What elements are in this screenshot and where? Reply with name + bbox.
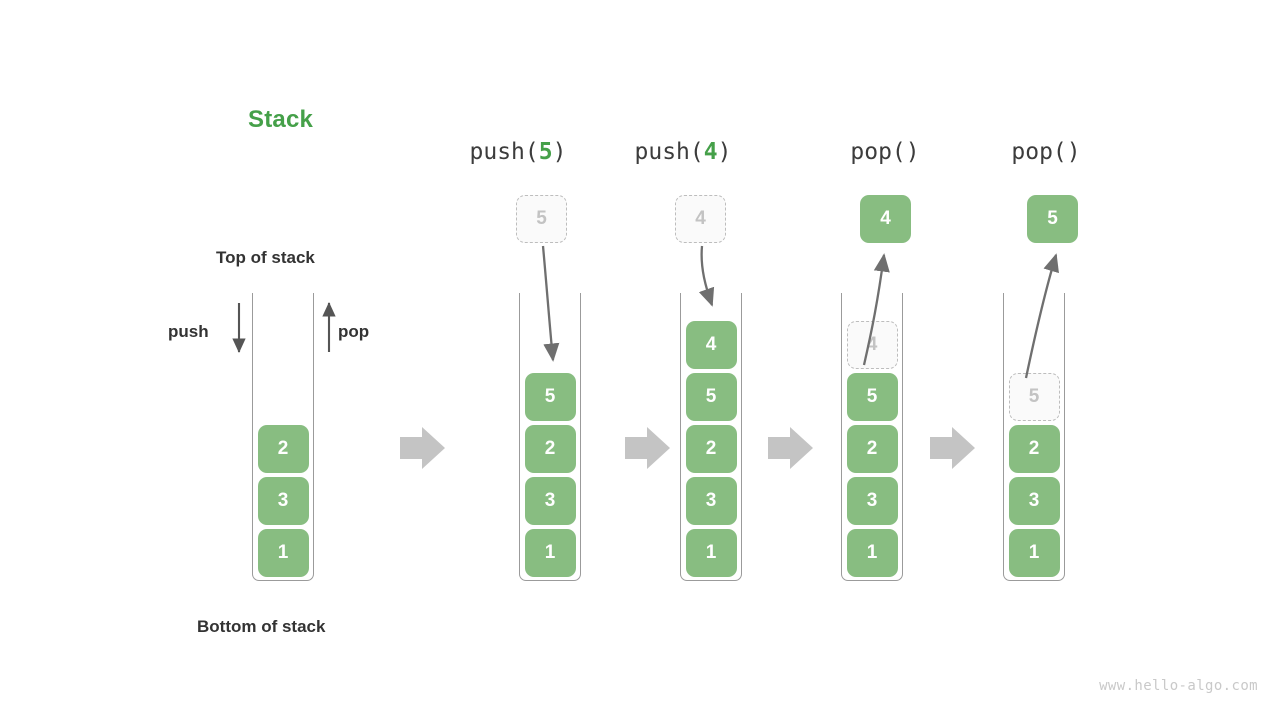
operation-caption-pop-2: pop() [956,139,1136,165]
initial-stack-cells: 1 3 2 [252,421,314,577]
stack-column-after-pop-2: 1 3 2 5 [1003,293,1065,581]
stack-column-after-push-4: 1 3 2 5 4 [680,293,742,581]
stack-cell: 2 [1008,425,1060,473]
popped-box-5: 5 [1027,195,1078,243]
stack-cell: 3 [257,477,309,525]
page-title: Stack [248,106,314,133]
bottom-of-stack-label: Bottom of stack [197,617,326,636]
stack-cell: 1 [1008,529,1060,577]
stack-container-walls [1003,293,1065,581]
stack-cell: 5 [524,373,576,421]
stack-cell: 5 [846,373,898,421]
floating-ghost-box-5: 5 [516,195,567,243]
stack-cell: 3 [524,477,576,525]
stack-cell: 1 [524,529,576,577]
caption-suffix: ) [717,139,732,165]
watermark: www.hello-algo.com [1099,678,1258,694]
stack-cell-vacated: 5 [1008,373,1060,421]
operation-caption-pop-1: pop() [795,139,975,165]
caption-suffix: ) [552,139,567,165]
top-of-stack-label: Top of stack [216,248,315,267]
stack-container-walls [680,293,742,581]
stack-container-walls [841,293,903,581]
stack-cell: 1 [257,529,309,577]
caption-prefix: push( [634,139,704,165]
transition-arrow [768,427,813,469]
floating-ghost-box-4: 4 [675,195,726,243]
stack-cell: 5 [685,373,737,421]
pop-label: pop [338,322,370,341]
stack-cells-step-4: 1 3 2 5 [1003,369,1065,577]
transition-arrow [400,427,445,469]
operation-caption-push-4: push(4) [593,139,773,165]
caption-prefix: push( [469,139,539,165]
stack-cells-step-2: 1 3 2 5 4 [680,317,742,577]
transition-arrow [625,427,670,469]
stack-cell: 2 [524,425,576,473]
stack-cell: 3 [685,477,737,525]
initial-stack-column: 1 3 2 [252,293,314,581]
push-label: push [168,322,209,341]
stack-cells-step-1: 1 3 2 5 [519,369,581,577]
stack-cell-vacated: 4 [846,321,898,369]
operation-caption-push-5: push(5) [428,139,608,165]
caption-argument: 5 [538,139,553,165]
stack-cell: 1 [846,529,898,577]
stack-cell: 2 [257,425,309,473]
caption-text: pop() [1011,139,1081,165]
popped-box-4: 4 [860,195,911,243]
stack-column-after-pop-1: 1 3 2 5 4 [841,293,903,581]
stack-cell: 3 [1008,477,1060,525]
stack-cell: 1 [685,529,737,577]
stack-cell: 2 [685,425,737,473]
stack-cell: 2 [846,425,898,473]
stack-cells-step-3: 1 3 2 5 4 [841,317,903,577]
stack-container-walls [519,293,581,581]
stack-cell: 3 [846,477,898,525]
stack-cell: 4 [685,321,737,369]
caption-argument: 4 [703,139,718,165]
caption-text: pop() [850,139,920,165]
stack-container-walls [252,293,314,581]
stack-column-after-push-5: 1 3 2 5 [519,293,581,581]
transition-arrow [930,427,975,469]
